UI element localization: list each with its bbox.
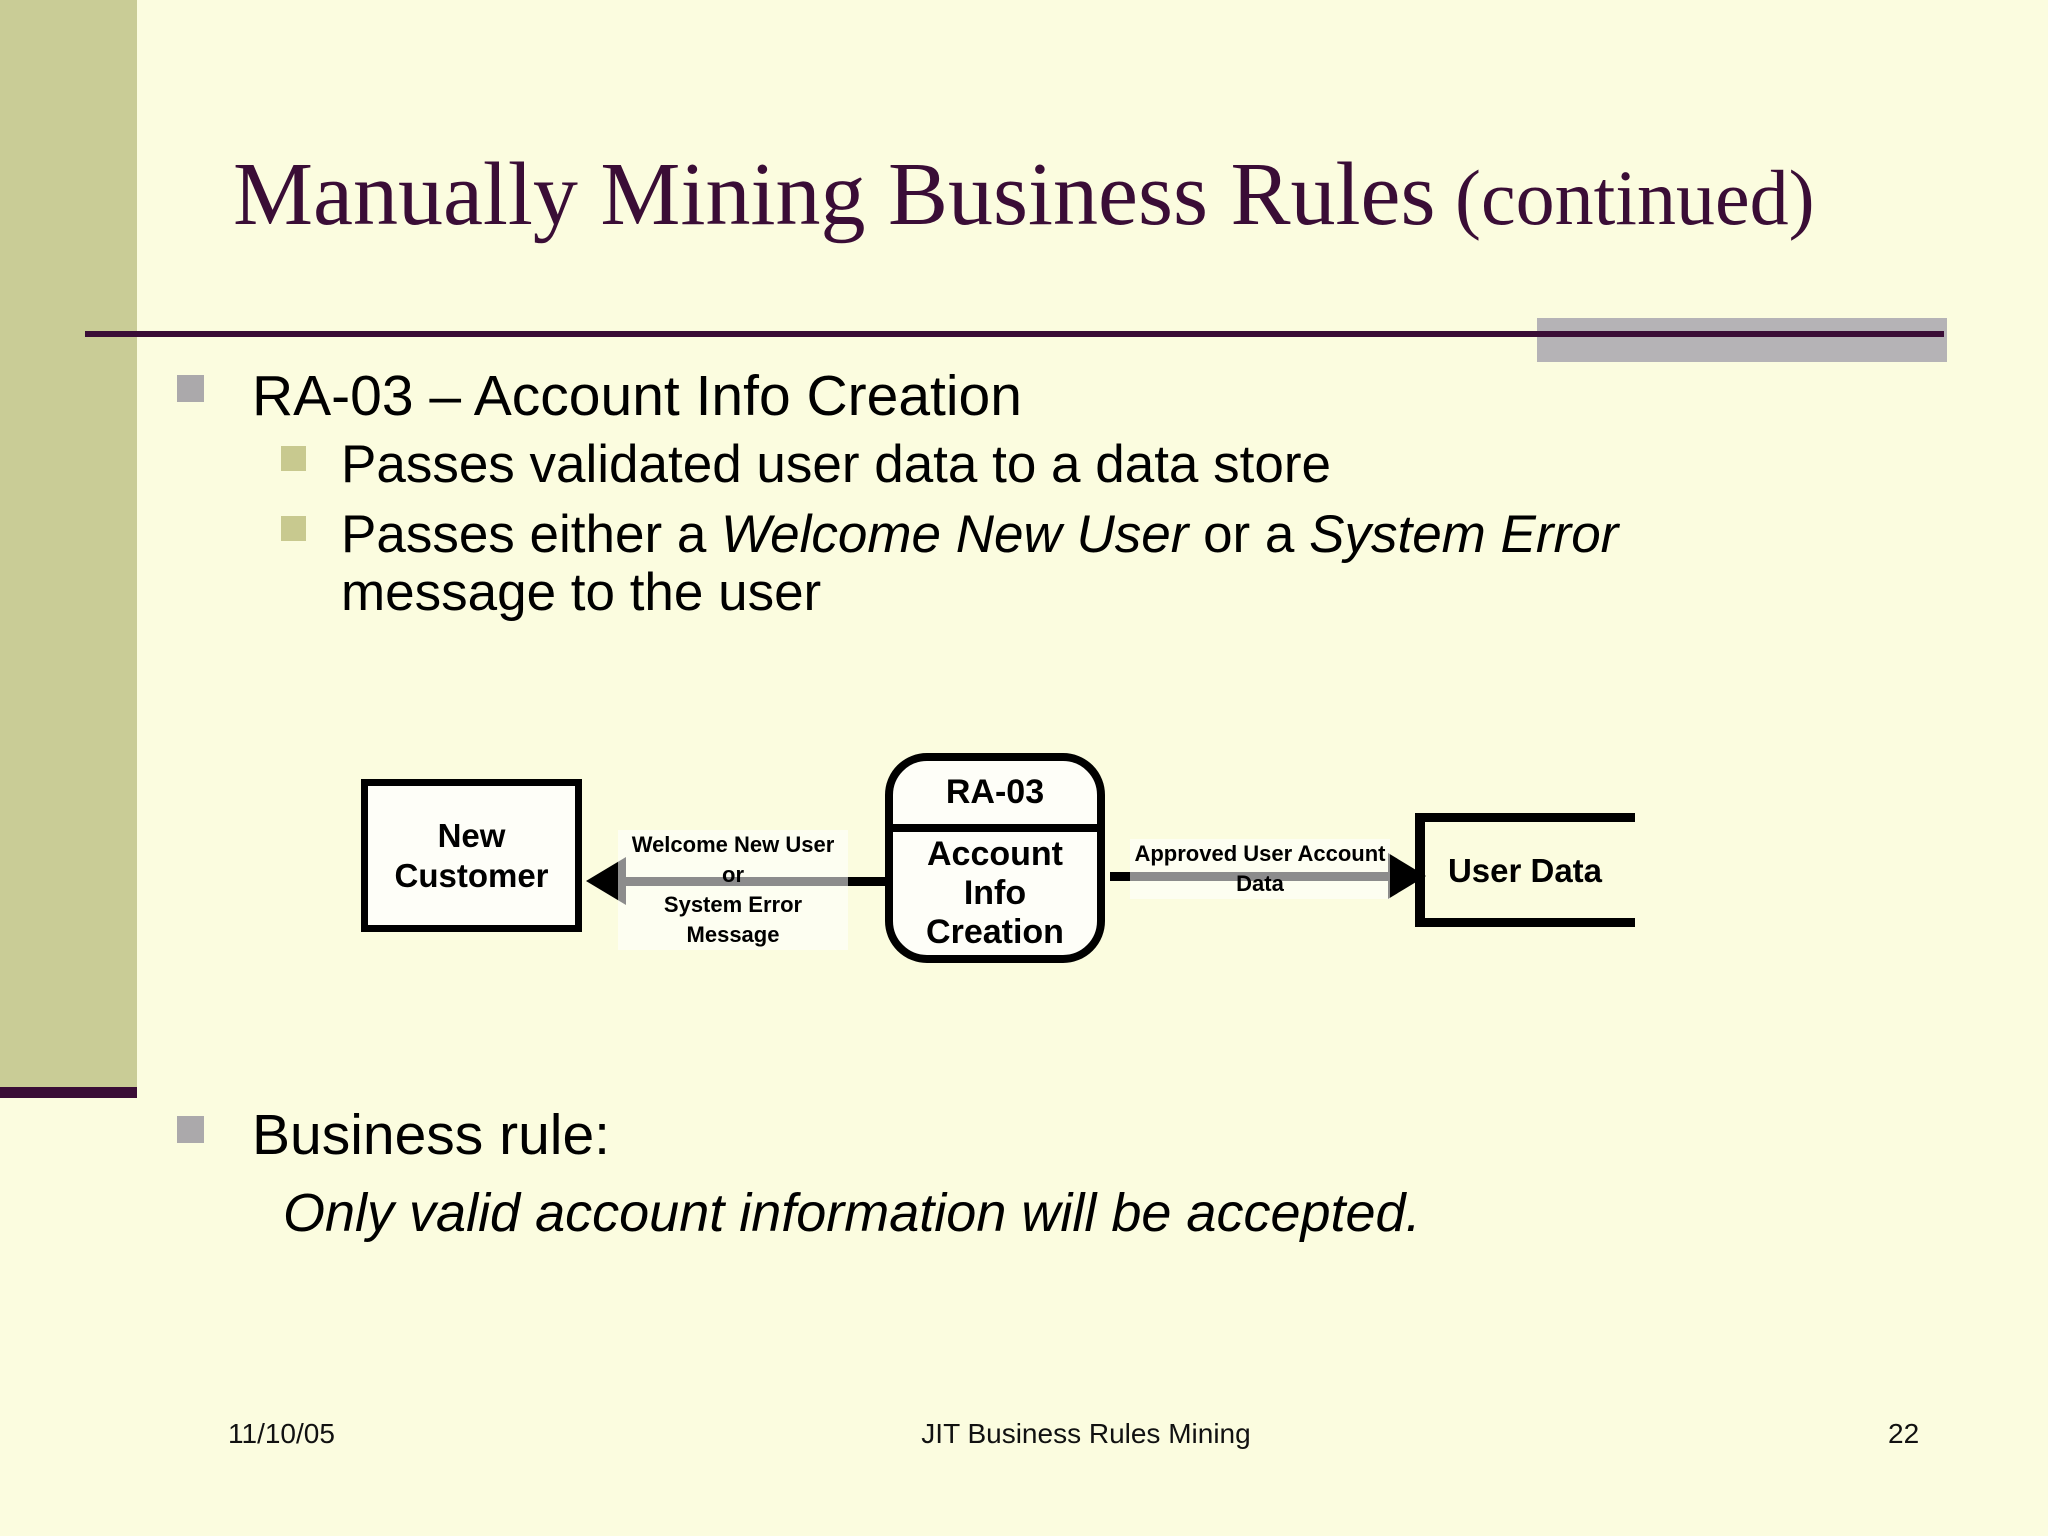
bullet-square-icon xyxy=(281,516,306,541)
bullet-business-rule: Business rule: xyxy=(252,1103,611,1167)
diagram-process-ra03: RA-03 Account Info Creation xyxy=(885,753,1105,963)
process-name-line1: Account Info xyxy=(927,835,1063,912)
header-divider-line xyxy=(85,331,1944,337)
text-segment-italic: Welcome New User xyxy=(721,505,1189,564)
process-name-line2: Creation xyxy=(926,913,1064,951)
page-title-suffix: (continued) xyxy=(1435,154,1815,241)
data-store-bottom-line xyxy=(1415,918,1635,927)
data-store-top-line xyxy=(1415,813,1635,822)
page-title: Manually Mining Business Rules (continue… xyxy=(233,141,1953,249)
bullet-square-icon xyxy=(177,375,204,402)
sidebar-purple-bar xyxy=(0,1087,137,1098)
subbullet-line2: message to the user xyxy=(341,563,822,622)
data-store-left-line xyxy=(1415,813,1425,927)
process-id: RA-03 xyxy=(945,773,1045,811)
bullet-square-icon xyxy=(281,446,306,471)
flow-label-line1: Welcome New User or xyxy=(631,832,835,887)
text-segment-italic: System Error xyxy=(1309,505,1619,564)
flow-label-line2: System Error Message xyxy=(663,892,803,947)
footer-page-number: 22 xyxy=(1888,1418,1920,1449)
diagram-external-entity-new-customer: New Customer xyxy=(361,779,582,932)
bullet-square-icon xyxy=(177,1116,204,1143)
footer-date: 11/10/05 xyxy=(228,1418,335,1449)
entity-label-line2: Customer xyxy=(394,856,549,894)
entity-label-line1: New xyxy=(437,816,506,854)
subbullet-passes-either: Passes either a Welcome New User or a Sy… xyxy=(341,506,1618,622)
gray-accent-bar xyxy=(1537,318,1947,362)
text-segment: Passes either a xyxy=(341,505,722,564)
bullet-ra03: RA-03 – Account Info Creation xyxy=(252,364,1022,428)
flow-label-approved-data: Approved User Account Data xyxy=(1130,839,1390,899)
text-segment: or a xyxy=(1188,505,1310,564)
subbullet-passes-validated: Passes validated user data to a data sto… xyxy=(341,435,1331,494)
subbullet-line1: Passes either a Welcome New User or a Sy… xyxy=(341,506,1618,564)
data-store-user-data: User Data xyxy=(1447,852,1603,889)
process-divider-line xyxy=(893,824,1097,832)
process-name: Account Info Creation xyxy=(893,832,1097,955)
flow-label-welcome-or-error: Welcome New User or System Error Message xyxy=(618,830,848,950)
sidebar-decoration xyxy=(0,0,137,1087)
business-rule-statement: Only valid account information will be a… xyxy=(283,1183,1421,1243)
footer-title: JIT Business Rules Mining xyxy=(921,1418,1251,1449)
page-title-main: Manually Mining Business Rules xyxy=(233,145,1436,244)
